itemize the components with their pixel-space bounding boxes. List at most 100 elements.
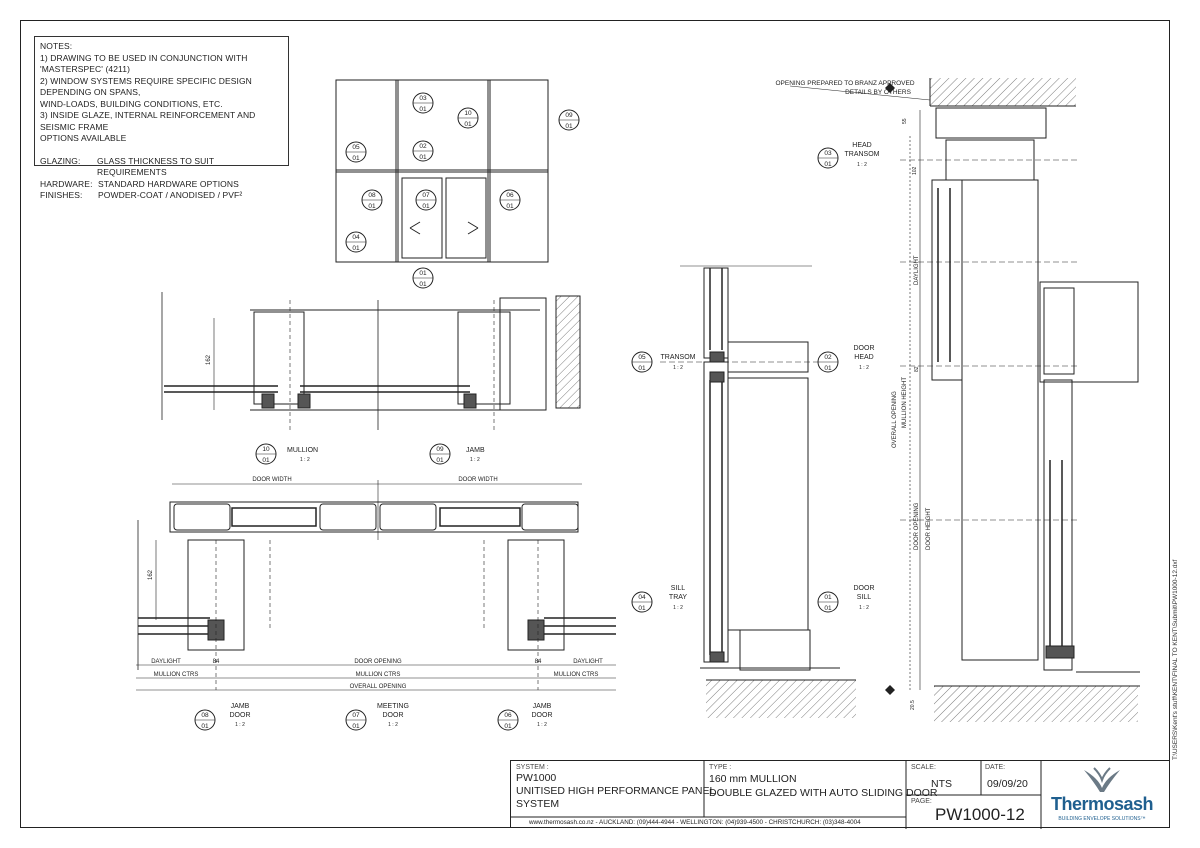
callout-sheet: 01 — [504, 723, 512, 730]
callout-sheet: 01 — [824, 605, 832, 612]
spec-value: STANDARD HARDWARE OPTIONS — [98, 178, 239, 189]
dim-daylight: DAYLIGHT — [573, 659, 603, 665]
system-label: SYSTEM : — [516, 764, 549, 771]
detail-title: DOOR — [854, 585, 875, 592]
notes-box: NOTES: 1) DRAWING TO BE USED IN CONJUNCT… — [34, 36, 289, 200]
elevation-callout: 02 01 — [412, 140, 434, 162]
callout-sheet: 01 — [824, 161, 832, 168]
detail-title: SILL — [671, 585, 686, 592]
spec-value: POWDER-COAT / ANODISED / PVF² — [98, 190, 243, 200]
callout-sheet: 01 — [506, 203, 514, 210]
detail-callout-jamb-door: 06 01 JAMB DOOR 1 : 2 — [497, 703, 553, 731]
callout-sheet: 01 — [352, 723, 360, 730]
detail-title: JAMB — [231, 703, 250, 710]
detail-title: TRAY — [669, 594, 687, 601]
callout-num: 07 — [352, 712, 360, 719]
detail-title: SILL — [857, 594, 872, 601]
bird-icon — [1084, 767, 1120, 792]
callout-sheet: 01 — [565, 123, 573, 130]
detail-callout-sill-tray: 04 01 SILL TRAY 1 : 2 — [631, 585, 687, 613]
dim-84: 84 — [535, 659, 542, 665]
detail-scale: 1 : 2 — [673, 605, 683, 611]
elevation-callout: 04 01 — [345, 231, 367, 253]
type-value: DOUBLE GLAZED WITH AUTO SLIDING DOOR — [709, 787, 938, 799]
callout-num: 04 — [352, 234, 360, 241]
detail-scale: 1 : 2 — [673, 365, 683, 371]
callout-sheet: 01 — [262, 457, 270, 464]
spec-row: GLAZING:GLASS THICKNESS TO SUIT REQUIREM… — [40, 156, 283, 179]
elevation-callout: 10 01 — [457, 107, 479, 129]
callout-num: 02 — [419, 143, 427, 150]
callout-num: 08 — [201, 712, 209, 719]
detail-callout-mullion: 10 01 MULLION 1 : 2 — [255, 443, 318, 465]
scale-label: SCALE: — [911, 764, 936, 771]
callout-num: 10 — [464, 110, 472, 117]
callout-num: 09 — [436, 446, 444, 453]
elevation-callout: 05 01 — [345, 141, 367, 163]
spec-row: HARDWARE:STANDARD HARDWARE OPTIONS — [40, 179, 283, 191]
detail-title: DOOR — [383, 712, 404, 719]
callout-sheet: 01 — [352, 245, 360, 252]
scale-value: NTS — [931, 778, 952, 790]
level-marker — [885, 83, 895, 93]
dim-door-width: DOOR WIDTH — [252, 477, 291, 483]
detail-title: TRANSOM — [845, 151, 880, 158]
mullion-jamb-plan — [161, 292, 581, 430]
page-value: PW1000-12 — [935, 805, 1025, 824]
callout-sheet: 01 — [464, 121, 472, 128]
dim-162: 162 — [206, 354, 212, 365]
dim-mullion-ctrs: MULLION CTRS — [154, 672, 199, 678]
callout-num: 03 — [419, 95, 427, 102]
page-label: PAGE: — [911, 798, 932, 805]
opening-note: OPENING PREPARED TO BRANZ APPROVED — [775, 80, 914, 87]
dim-102: 102 — [912, 166, 918, 175]
type-value: 160 mm MULLION — [709, 773, 797, 785]
note-line: 2) WINDOW SYSTEMS REQUIRE SPECIFIC DESIG… — [40, 75, 252, 98]
detail-title: DOOR — [532, 712, 553, 719]
dim-door-opening: DOOR OPENING — [354, 659, 402, 665]
detail-scale: 1 : 2 — [859, 365, 869, 371]
logo-name: Thermosash — [1050, 794, 1154, 814]
detail-title: JAMB — [466, 447, 485, 454]
detail-title: HEAD — [854, 354, 873, 361]
dim-mullion-height: MULLION HEIGHT — [902, 377, 908, 428]
detail-callout-jamb: 09 01 JAMB 1 : 2 — [429, 443, 485, 465]
callout-sheet: 01 — [368, 203, 376, 210]
note-line: WIND-LOADS, BUILDING CONDITIONS, ETC. — [40, 98, 223, 109]
elevation-view — [335, 79, 549, 263]
detail-scale: 1 : 2 — [859, 605, 869, 611]
detail-scale: 1 : 2 — [537, 722, 547, 728]
callout-num: 08 — [368, 192, 376, 199]
callout-num: 07 — [422, 192, 430, 199]
date-label: DATE: — [985, 764, 1006, 771]
dim-55: 55 — [902, 118, 908, 124]
detail-callout-door-head: 02 01 DOOR HEAD 1 : 2 — [817, 345, 875, 373]
detail-scale: 1 : 2 — [388, 722, 398, 728]
spec-value: GLASS THICKNESS TO SUIT REQUIREMENTS — [97, 155, 214, 178]
dim-mullion-ctrs: MULLION CTRS — [554, 672, 599, 678]
callout-sheet: 01 — [824, 365, 832, 372]
detail-callout-jamb-door: 08 01 JAMB DOOR 1 : 2 — [194, 703, 251, 731]
dim-overall-opening: OVERALL OPENING — [892, 391, 898, 448]
detail-callout-head-transom: 03 01 HEAD TRANSOM 1 : 2 — [817, 142, 880, 169]
callout-num: 06 — [506, 192, 514, 199]
detail-scale: 1 : 2 — [857, 162, 867, 168]
callout-sheet: 01 — [201, 723, 209, 730]
dim-daylight: DAYLIGHT — [914, 255, 920, 285]
callout-sheet: 01 — [638, 365, 646, 372]
note-line: 3) INSIDE GLAZE, INTERNAL REINFORCEMENT … — [40, 110, 256, 132]
system-name: UNITISED HIGH PERFORMANCE PANEL — [516, 785, 716, 797]
callout-num: 09 — [565, 112, 573, 119]
vertical-section-right — [789, 78, 1140, 722]
elevation-callout: 09 01 — [558, 109, 580, 131]
callout-num: 02 — [824, 354, 832, 361]
callout-num: 05 — [352, 144, 360, 151]
callout-num: 01 — [419, 270, 427, 277]
detail-title: DOOR — [854, 345, 875, 352]
detail-callout-meeting-door: 07 01 MEETING DOOR 1 : 2 — [345, 703, 409, 731]
detail-callout-transom: 05 01 TRANSOM 1 : 2 — [631, 351, 696, 373]
title-block-grid — [511, 761, 1042, 829]
elevation-callout: 03 01 — [412, 92, 434, 114]
detail-title: HEAD — [852, 142, 871, 149]
